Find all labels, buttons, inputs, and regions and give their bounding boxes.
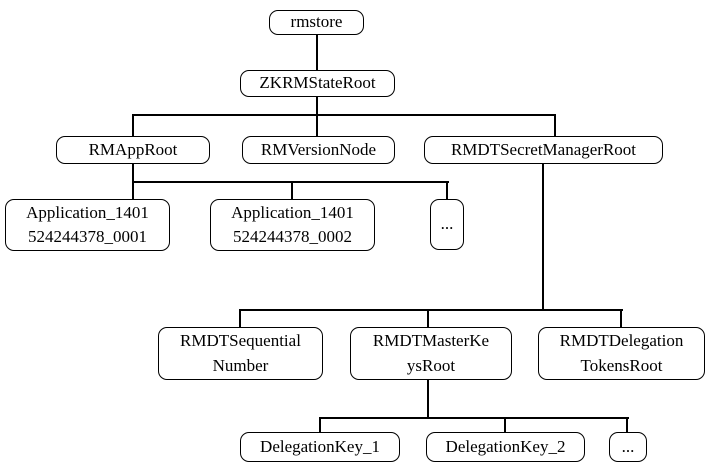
connector-drop-application-1 bbox=[132, 181, 134, 200]
connector-drop-applications-ellipsis bbox=[446, 181, 448, 200]
connector-drop-rmapproot bbox=[132, 114, 134, 137]
connector-drop-rmdtdelegationtokensroot bbox=[620, 309, 622, 328]
connector-drop-rmversionnode bbox=[316, 114, 318, 137]
connector-drop-delegationkeys-ellipsis bbox=[626, 417, 628, 433]
connector-drop-application-2 bbox=[291, 181, 293, 200]
node-delegationkeys-ellipsis: ... bbox=[609, 432, 647, 462]
connector-rmdtsecretmanagerroot-stem bbox=[542, 164, 544, 311]
connector-applications-bar bbox=[132, 181, 449, 183]
node-rmdtdelegationtokensroot: RMDTDelegation TokensRoot bbox=[538, 327, 705, 380]
node-rmdtsequentialnumber: RMDTSequential Number bbox=[158, 327, 323, 380]
connector-drop-rmdtmasterkeysroot bbox=[427, 309, 429, 328]
node-delegationkey-1: DelegationKey_1 bbox=[240, 432, 400, 462]
node-applications-ellipsis: ... bbox=[430, 199, 464, 250]
connector-drop-delegationkey-1 bbox=[319, 417, 321, 433]
node-zkrmstateroot: ZKRMStateRoot bbox=[240, 70, 395, 97]
node-application-2: Application_1401 524244378_0002 bbox=[210, 199, 375, 251]
connector-rmdt-children-bar bbox=[239, 309, 623, 311]
connector-drop-delegationkey-2 bbox=[504, 417, 506, 433]
connector-delegationkeys-bar bbox=[319, 417, 629, 419]
node-rmversionnode: RMVersionNode bbox=[242, 136, 395, 164]
node-rmapproot: RMAppRoot bbox=[56, 136, 210, 164]
node-rmdtsecretmanagerroot: RMDTSecretManagerRoot bbox=[424, 136, 663, 164]
node-rmstore: rmstore bbox=[269, 10, 364, 35]
connector-rmdtmasterkeysroot-stem bbox=[427, 380, 429, 419]
connector-zkrmstateroot-stem bbox=[316, 97, 318, 115]
connector-drop-rmdtsequentialnumber bbox=[239, 309, 241, 328]
connector-rmstore-zkrmstateroot bbox=[316, 35, 318, 70]
node-rmdtmasterkeysroot: RMDTMasterKe ysRoot bbox=[350, 327, 512, 380]
connector-drop-rmdtsecretmanagerroot bbox=[554, 114, 556, 137]
node-delegationkey-2: DelegationKey_2 bbox=[426, 432, 585, 462]
node-application-1: Application_1401 524244378_0001 bbox=[5, 199, 170, 251]
connector-rmapproot-stem bbox=[132, 164, 134, 182]
connector-level3-bar bbox=[132, 114, 556, 116]
